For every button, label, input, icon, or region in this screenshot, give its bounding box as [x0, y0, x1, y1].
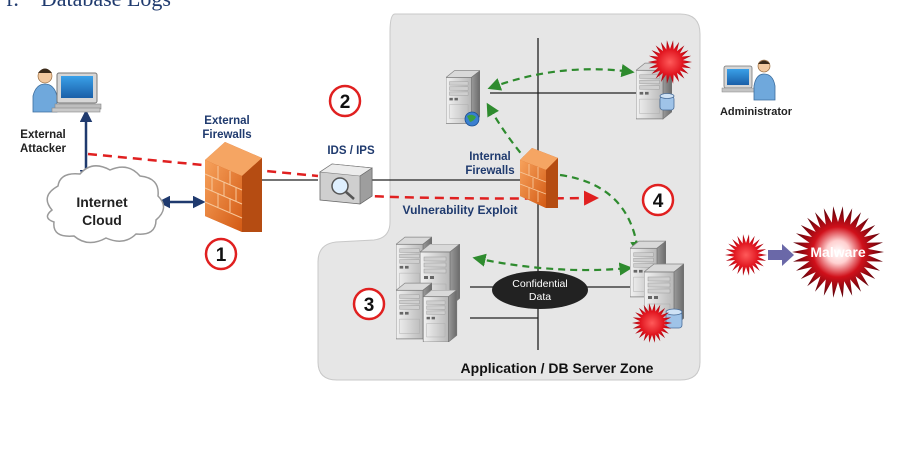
internal-firewalls-label-1: Internal [469, 151, 511, 163]
step-number: 1 [216, 245, 227, 266]
step-marker-2: 2 [328, 84, 362, 118]
external-firewalls-label-2: Firewalls [202, 129, 251, 141]
internal-firewall-icon [519, 148, 558, 208]
malware-burst-large-icon [792, 206, 884, 298]
attack-path-inbound [87, 152, 319, 178]
step-marker-1: 1 [204, 237, 238, 271]
malware-burst-icon [648, 40, 692, 84]
administrator-icon [721, 59, 776, 101]
appserver-dbserver-path [472, 253, 633, 276]
db-server-cluster-icon [630, 240, 684, 329]
administrator-label: Administrator [720, 106, 793, 118]
external-firewalls-label-1: External [204, 115, 249, 127]
confidential-data-label-1: Confidential [512, 278, 567, 290]
external-attacker-label-2: Attacker [20, 143, 67, 155]
arrow-right-icon [768, 244, 794, 266]
server-zone-label: Application / DB Server Zone [461, 360, 654, 376]
malware-label: Malware [810, 244, 865, 260]
step-number: 3 [364, 295, 375, 316]
ids-ips-icon [319, 163, 373, 205]
step-number: 2 [340, 92, 351, 113]
vulnerability-exploit-path [329, 190, 599, 206]
malware-burst-icon [632, 303, 672, 343]
step-number: 4 [653, 191, 664, 212]
external-attacker-icon [32, 68, 102, 113]
firewall-dbserver-path [559, 173, 644, 255]
internal-firewalls-label-2: Firewalls [465, 165, 514, 177]
confidential-data-label-2: Data [529, 291, 551, 303]
external-attacker-label-1: External [20, 129, 65, 141]
internet-cloud-label-1: Internet [76, 194, 128, 210]
web-server-icon [446, 70, 480, 127]
heading-title: Database Logs [41, 0, 171, 11]
vulnerability-exploit-label: Vulnerability Exploit [403, 203, 518, 217]
confidential-data-store [492, 271, 588, 309]
external-firewall-icon [204, 142, 262, 232]
internet-cloud-icon [46, 165, 165, 244]
ids-ips-label: IDS / IPS [327, 145, 375, 157]
malware-burst-icon [725, 234, 767, 276]
heading-number: f. [6, 0, 19, 11]
page-heading: f. Database Logs [6, 0, 193, 10]
application-server-cluster-icon [396, 236, 460, 342]
admin-web-db-path [487, 64, 635, 91]
step-marker-4: 4 [641, 183, 675, 217]
step-marker-3: 3 [352, 287, 386, 321]
internet-cloud-label-2: Cloud [82, 212, 122, 228]
top-db-server-icon [636, 62, 675, 120]
